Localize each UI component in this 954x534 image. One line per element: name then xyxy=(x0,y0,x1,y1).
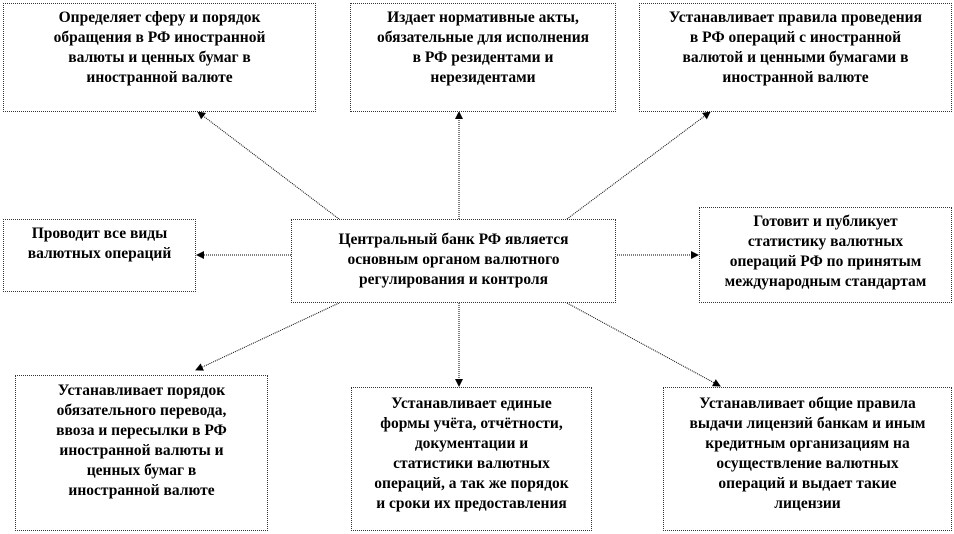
box-line: Определяет сферу и порядок xyxy=(58,9,261,26)
arrow-top-left xyxy=(197,111,340,220)
box-line: обращения в РФ иностранной xyxy=(53,29,266,46)
box-line: статистики валютных xyxy=(393,455,550,472)
function-box-bottom-middle: Устанавливает единые формы учёта, отчётн… xyxy=(351,387,592,531)
center-line: регулирования и контроля xyxy=(358,271,549,288)
function-box-middle-left: Проводит все виды валютных операций xyxy=(3,219,196,292)
box-line: осуществление валютных xyxy=(716,455,899,472)
box-line: операций и выдает такие xyxy=(718,475,897,492)
box-line: Устанавливает порядок xyxy=(57,382,226,399)
function-box-bottom-left: Устанавливает порядок обязательного пере… xyxy=(15,375,268,531)
box-line: международным стандартам xyxy=(724,273,927,290)
function-box-top-left: Определяет сферу и порядок обращения в Р… xyxy=(3,3,316,112)
box-line: в РФ резидентами и xyxy=(412,49,554,66)
box-line: иностранной валюте xyxy=(86,69,233,86)
box-line: иностранной валюте xyxy=(68,482,215,499)
box-line: Готовит и публикует xyxy=(753,213,898,230)
box-line: ценных бумаг в xyxy=(86,462,197,479)
box-line: обязательные для исполнения xyxy=(376,29,590,46)
box-line: кредитным организациям на xyxy=(705,435,910,452)
function-box-bottom-right: Устанавливает общие правила выдачи лицен… xyxy=(663,387,952,531)
box-line: документации и xyxy=(414,435,529,452)
box-line: обязательного перевода, xyxy=(56,402,227,419)
function-box-top-middle: Издает нормативные акты, обязательные дл… xyxy=(350,3,616,112)
box-line: статистику валютных xyxy=(747,233,904,250)
box-line: в РФ операций с иностранной xyxy=(689,29,902,46)
box-line: Издает нормативные акты, xyxy=(387,9,579,26)
box-line: иностранной валюте xyxy=(722,69,869,86)
box-line: и сроки их предоставления xyxy=(376,495,567,512)
box-line: Устанавливает правила проведения xyxy=(669,9,922,26)
box-line: операций РФ по принятым xyxy=(729,253,922,270)
arrow-top-right xyxy=(566,111,711,220)
center-line: основным органом валютного xyxy=(347,251,560,268)
box-line: нерезидентами xyxy=(430,69,536,86)
box-line: валютных операций xyxy=(27,245,172,262)
box-line: Проводит все виды xyxy=(31,225,168,242)
box-line: Устанавливает общие правила xyxy=(699,395,916,412)
center-box: Центральный банк РФ является основным ор… xyxy=(291,219,616,303)
box-line: Устанавливает единые xyxy=(391,395,552,412)
box-line: операций, а так же порядок xyxy=(374,475,569,492)
box-line: ввоза и пересылки в РФ xyxy=(56,422,227,439)
arrow-bottom-left xyxy=(195,302,340,371)
box-line: лицензии xyxy=(774,495,841,512)
function-box-middle-right: Готовит и публикует статистику валютных … xyxy=(699,207,952,303)
box-line: формы учёта, отчётности, xyxy=(380,415,563,432)
box-line: валюты и ценных бумаг в xyxy=(68,49,251,66)
arrow-bottom-right xyxy=(566,302,721,387)
box-line: иностранной валюты и xyxy=(59,442,224,459)
center-line: Центральный банк РФ является xyxy=(338,231,569,248)
box-line: валютой и ценными бумагами в xyxy=(682,49,909,66)
box-line: выдачи лицензий банкам и иным xyxy=(689,415,926,432)
function-box-top-right: Устанавливает правила проведения в РФ оп… xyxy=(639,3,952,112)
